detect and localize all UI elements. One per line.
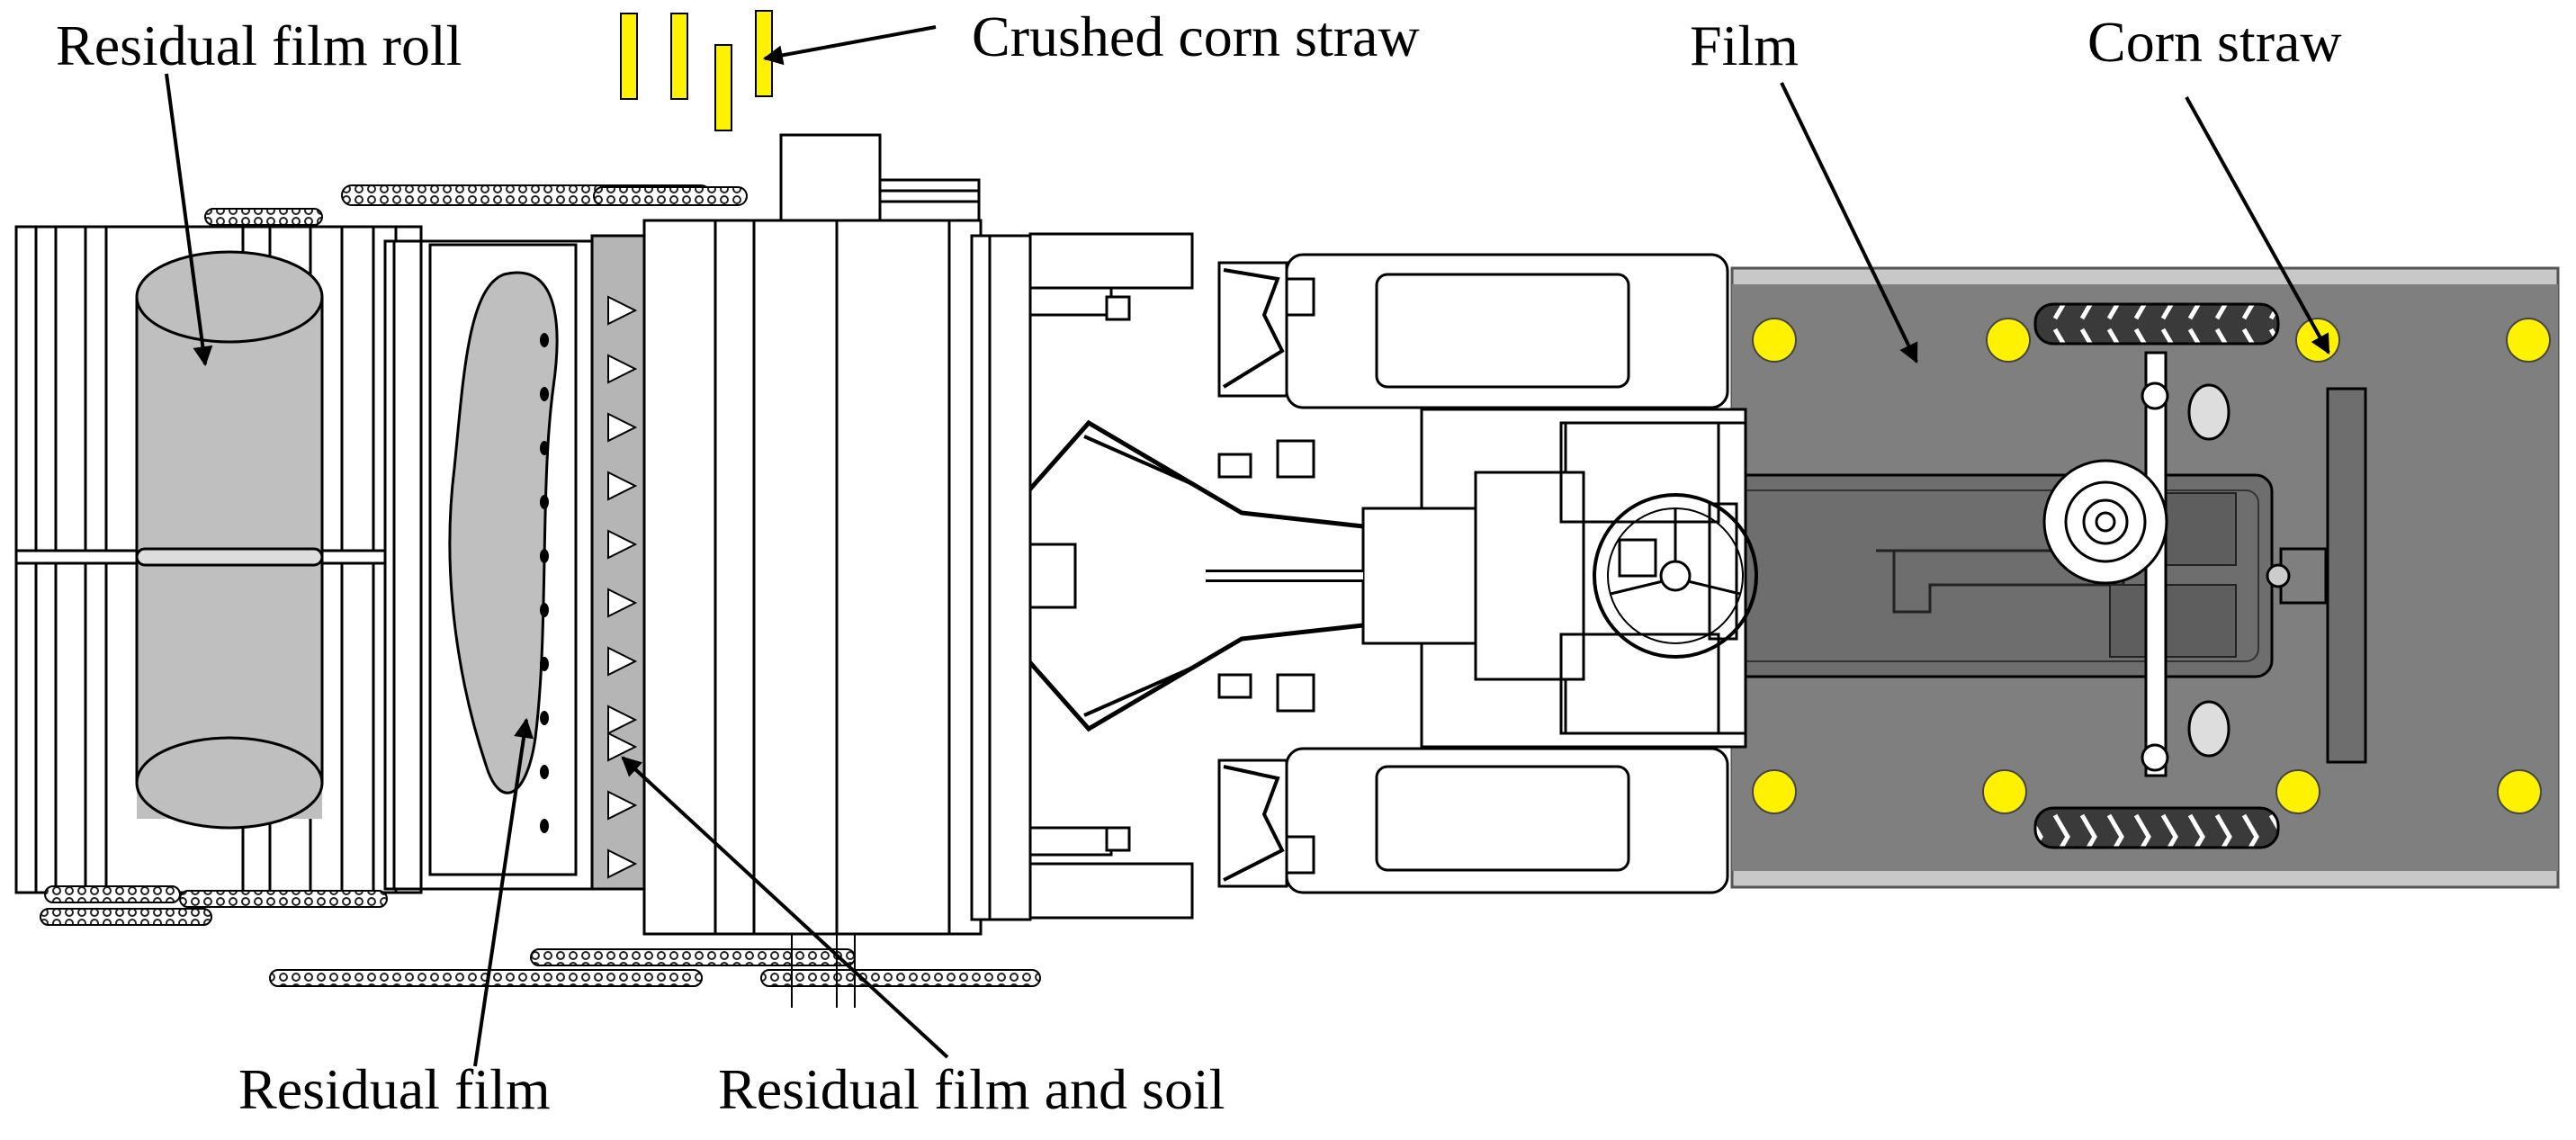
arrows <box>165 25 2330 1067</box>
tines <box>540 333 549 833</box>
straw-piece-icon <box>755 10 773 97</box>
arrow-icon <box>2185 96 2330 355</box>
arrow-icon <box>473 717 534 1067</box>
arrow-icon <box>165 73 213 367</box>
residual-film-roll <box>135 250 324 830</box>
straw-dot-icon <box>2275 769 2320 814</box>
arrow-icon <box>762 25 937 66</box>
crushed-straw-pieces <box>620 10 773 131</box>
label-residual-film-and-soil: Residual film and soil <box>718 1057 1225 1121</box>
label-film: Film <box>1690 13 1799 77</box>
tooth-arrows <box>607 295 638 879</box>
chains <box>40 184 1041 1008</box>
labels: Residual film roll Crushed corn straw Fi… <box>56 4 2342 1121</box>
pickup-section <box>383 133 1194 936</box>
roll-frame <box>14 225 423 894</box>
label-crushed-corn-straw: Crushed corn straw <box>972 4 1420 68</box>
straw-piece-icon <box>620 13 638 100</box>
arrow-icon <box>1780 82 1918 364</box>
label-residual-film-roll: Residual film roll <box>56 13 462 77</box>
arrow-icon <box>621 756 949 1059</box>
corn-straw-dots <box>1752 318 2551 814</box>
straw-dot-icon <box>1752 318 1797 363</box>
straw-piece-icon <box>714 44 732 131</box>
straw-piece-icon <box>670 13 688 100</box>
residual-film-blob <box>448 271 559 794</box>
straw-dot-icon <box>1752 769 1797 814</box>
tractor-front <box>977 253 1758 894</box>
tractor <box>1708 302 2367 849</box>
straw-dot-icon <box>2506 318 2551 363</box>
straw-dot-icon <box>1986 318 2031 363</box>
label-residual-film: Residual film <box>238 1057 551 1121</box>
label-corn-straw: Corn straw <box>2087 10 2342 74</box>
straw-dot-icon <box>2497 769 2542 814</box>
straw-dot-icon <box>2295 318 2340 363</box>
straw-dot-icon <box>1982 769 2027 814</box>
